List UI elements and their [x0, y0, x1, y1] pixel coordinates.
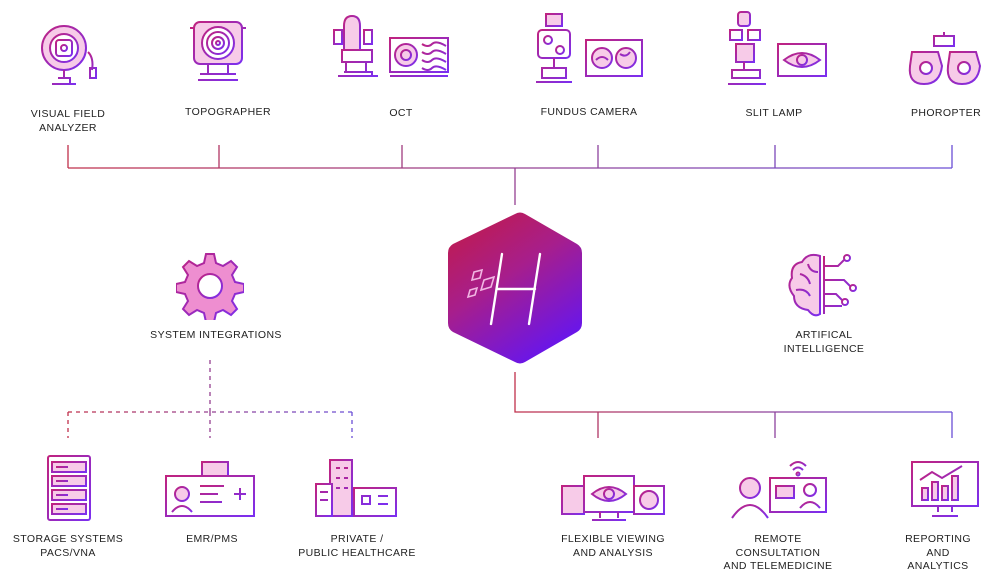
oct-icon: [330, 10, 454, 86]
gear-icon: [176, 252, 244, 320]
ai-label: ARTIFICAL INTELLIGENCE: [783, 329, 865, 355]
output-label-remote-consultation: REMOTE CONSULTATION AND TELEMEDICINE: [723, 533, 833, 572]
integration-label-emr-pms: EMR/PMS: [186, 533, 238, 545]
integrations-tree-line: [67, 360, 353, 438]
device-label-phoropter: PHOROPTER: [910, 107, 982, 119]
hub: [444, 210, 586, 366]
device-label-fundus-camera: FUNDUS CAMERA: [540, 106, 638, 118]
output-label-flexible-viewing: FLEXIBLE VIEWING AND ANALYSIS: [561, 533, 665, 559]
telemedicine-icon: [730, 456, 830, 522]
output-bus-line: [514, 372, 953, 438]
multi-screen-eye-icon: [560, 472, 668, 524]
platform-logo-icon: [448, 212, 582, 364]
integration-label-storage-systems: STORAGE SYSTEMS PACS/VNA: [12, 533, 124, 559]
hospital-buildings-icon: [312, 454, 402, 522]
server-rack-icon: [44, 452, 94, 524]
brain-circuit-icon: [786, 250, 860, 322]
device-label-slit-lamp: SLIT LAMP: [745, 107, 803, 119]
medical-records-icon: [162, 458, 258, 522]
device-bus-line: [67, 145, 953, 205]
visual-field-analyzer-icon: [32, 22, 108, 88]
topographer-icon: [186, 16, 250, 86]
fundus-camera-icon: [530, 10, 646, 86]
device-label-visual-field-analyzer: VISUAL FIELD ANALYZER: [30, 108, 106, 134]
phoropter-icon: [906, 30, 982, 90]
output-label-reporting: REPORTING AND ANALYTICS: [905, 533, 971, 572]
analytics-monitor-icon: [908, 458, 982, 520]
slit-lamp-icon: [726, 8, 832, 88]
device-label-topographer: TOPOGRAPHER: [185, 106, 271, 118]
integrations-label: SYSTEM INTEGRATIONS: [150, 329, 282, 341]
integration-label-healthcare: PRIVATE / PUBLIC HEALTHCARE: [298, 533, 416, 559]
device-label-oct: OCT: [389, 107, 413, 119]
